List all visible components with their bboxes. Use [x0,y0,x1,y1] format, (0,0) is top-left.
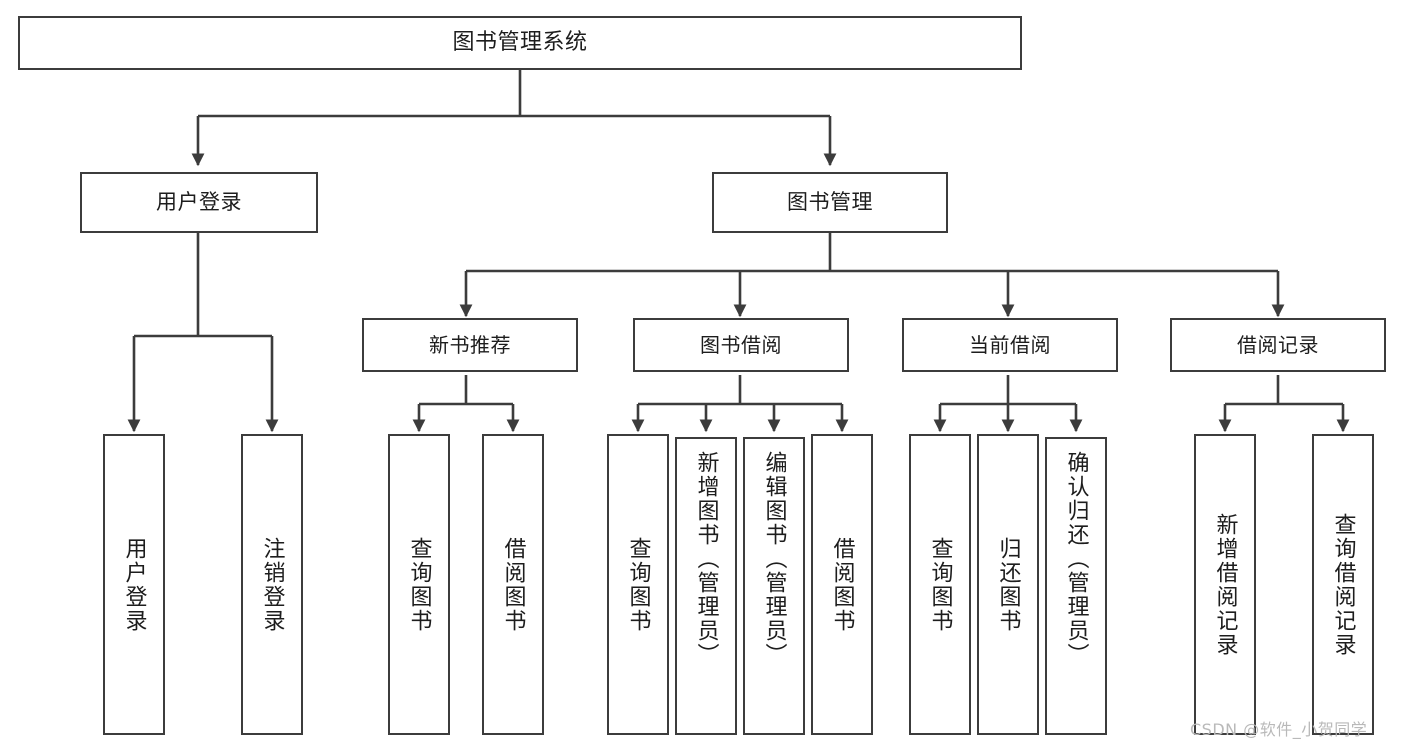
node-root-label: 图书管理系统 [452,30,588,56]
leaf-user-login-logout-label: 注销登录 [259,536,285,633]
leaf-current-borrow-confirm[interactable]: 确认归还（管理员） [1045,437,1107,735]
leaf-book-borrow-add-label: 新增图书（管理员） [693,451,719,667]
leaf-new-book-borrow-label: 借阅图书 [500,536,526,633]
leaf-book-borrow-edit[interactable]: 编辑图书（管理员） [743,437,805,735]
node-book-borrow[interactable]: 图书借阅 [633,318,849,372]
leaf-book-borrow-query[interactable]: 查询图书 [607,434,669,735]
leaf-current-borrow-confirm-label: 确认归还（管理员） [1063,451,1089,667]
leaf-current-borrow-query-label: 查询图书 [927,536,953,633]
node-user-login-label: 用户登录 [156,190,242,215]
leaf-book-borrow-query-label: 查询图书 [625,536,651,633]
leaf-book-borrow-edit-label: 编辑图书（管理员） [761,451,787,667]
node-borrow-record[interactable]: 借阅记录 [1170,318,1386,372]
leaf-new-book-borrow[interactable]: 借阅图书 [482,434,544,735]
leaf-user-login-logout[interactable]: 注销登录 [241,434,303,735]
node-borrow-record-label: 借阅记录 [1237,332,1319,357]
node-book-management-label: 图书管理 [787,190,873,215]
node-new-book-recommend[interactable]: 新书推荐 [362,318,578,372]
node-new-book-recommend-label: 新书推荐 [429,332,511,357]
node-user-login[interactable]: 用户登录 [80,172,318,233]
leaf-book-borrow-borrow[interactable]: 借阅图书 [811,434,873,735]
leaf-user-login-login-label: 用户登录 [121,536,147,633]
leaf-borrow-record-query[interactable]: 查询借阅记录 [1312,434,1374,735]
leaf-current-borrow-return-label: 归还图书 [995,536,1021,633]
node-current-borrow-label: 当前借阅 [969,332,1051,357]
node-book-borrow-label: 图书借阅 [700,332,782,357]
leaf-new-book-query-label: 查询图书 [406,536,432,633]
leaf-new-book-query[interactable]: 查询图书 [388,434,450,735]
node-book-management[interactable]: 图书管理 [712,172,948,233]
leaf-current-borrow-return[interactable]: 归还图书 [977,434,1039,735]
leaf-book-borrow-borrow-label: 借阅图书 [829,536,855,633]
leaf-borrow-record-add-label: 新增借阅记录 [1212,512,1238,657]
leaf-borrow-record-add[interactable]: 新增借阅记录 [1194,434,1256,735]
leaf-current-borrow-query[interactable]: 查询图书 [909,434,971,735]
node-current-borrow[interactable]: 当前借阅 [902,318,1118,372]
leaf-user-login-login[interactable]: 用户登录 [103,434,165,735]
leaf-book-borrow-add[interactable]: 新增图书（管理员） [675,437,737,735]
leaf-borrow-record-query-label: 查询借阅记录 [1330,512,1356,657]
node-root[interactable]: 图书管理系统 [18,16,1022,70]
